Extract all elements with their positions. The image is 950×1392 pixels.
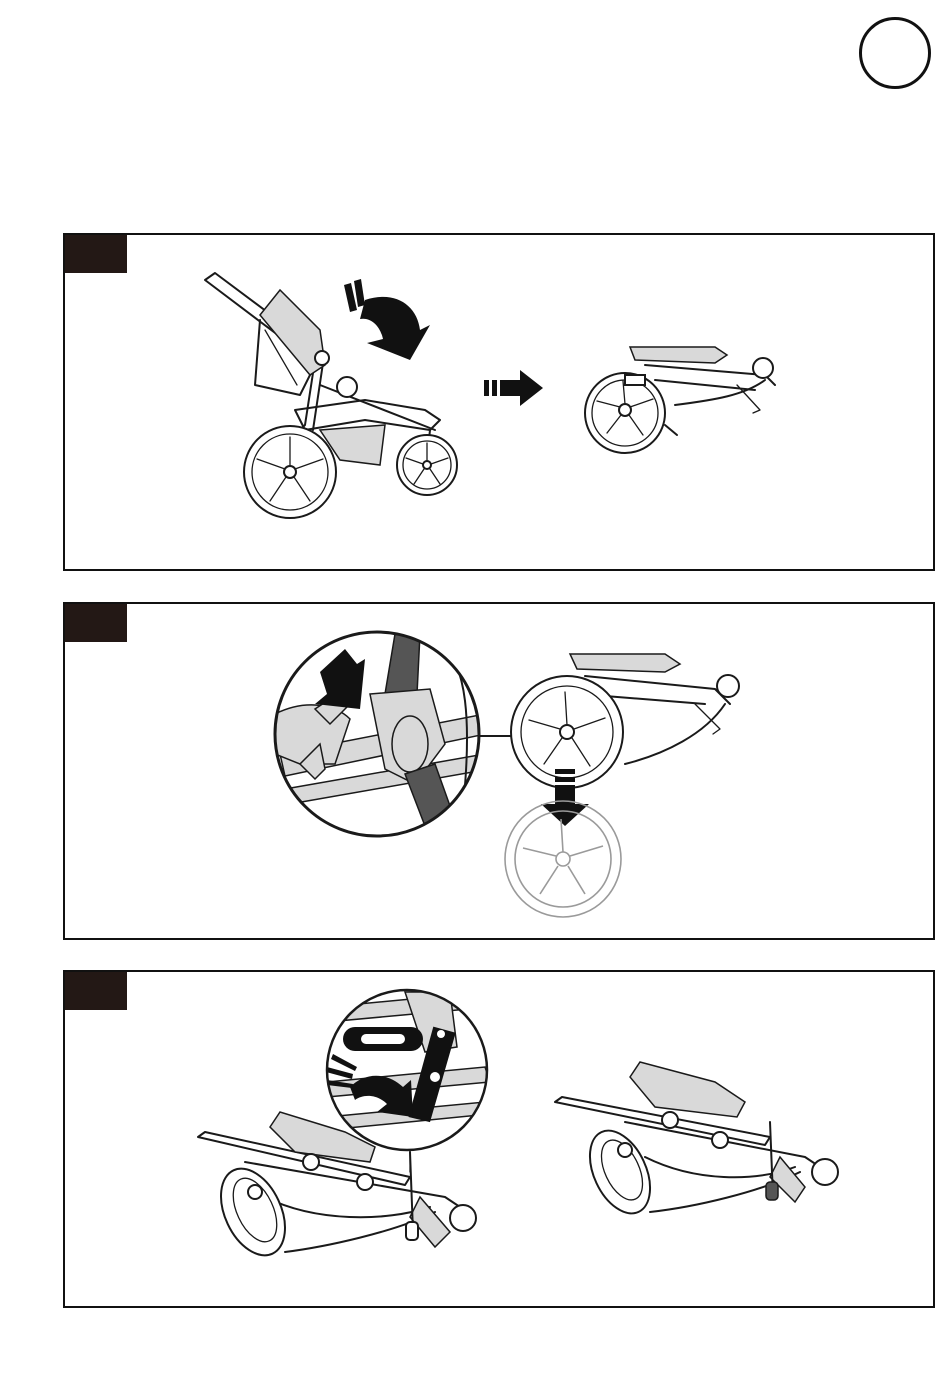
stroller-open-drawing [205, 273, 457, 518]
panel-3-illustration [65, 972, 933, 1306]
panel-remove-rear-wheel [63, 602, 935, 940]
panel-1-illustration [65, 235, 933, 569]
push-down-arrow-icon [344, 279, 430, 360]
hand-pressing-release-button [275, 632, 495, 839]
folded-stroller-locked [555, 1062, 838, 1223]
step-number-circle [859, 17, 931, 89]
folded-stroller-drawing [511, 654, 739, 788]
panel-2-illustration [65, 604, 933, 938]
next-step-arrow-icon [484, 370, 543, 406]
panel-engage-fold-lock [63, 970, 935, 1308]
stroller-folded-drawing [585, 347, 775, 453]
panel-fold-stroller [63, 233, 935, 571]
